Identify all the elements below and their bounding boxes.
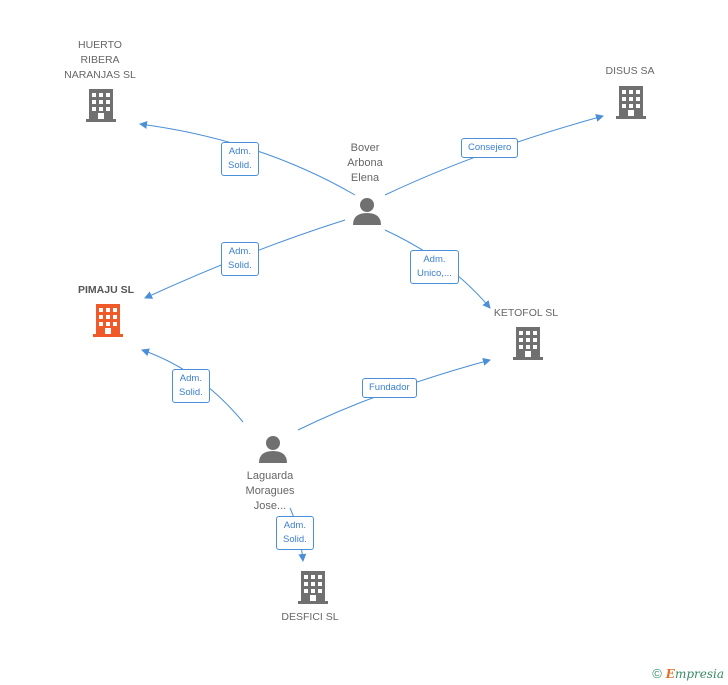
brand-logo: Empresia <box>666 667 724 681</box>
edge-label-adm-solid: Adm. Solid. <box>221 142 259 176</box>
building-icon <box>86 89 116 122</box>
footer-brand: © Empresia <box>652 666 724 681</box>
node-label-pimaju[interactable]: PIMAJU SL <box>77 284 134 296</box>
node-label-huerto[interactable]: HUERTO RIBERA NARANJAS SL <box>64 39 136 81</box>
person-icon <box>353 198 381 225</box>
edge-label-fundador: Fundador <box>362 378 417 398</box>
building-icon <box>298 571 328 604</box>
node-label-ketofol[interactable]: KETOFOL SL <box>493 307 559 319</box>
node-label-disus[interactable]: DISUS SA <box>605 65 655 77</box>
brand-initial: E <box>665 666 675 681</box>
building-icon-highlighted <box>93 304 123 337</box>
edge-label-consejero: Consejero <box>461 138 519 158</box>
edge-label-adm-solid: Adm. Solid. <box>172 369 210 403</box>
node-label-bover[interactable]: Bover Arbona Elena <box>347 142 383 184</box>
node-label-laguarda[interactable]: Laguarda Moragues Jose... <box>245 470 295 512</box>
node-label-desfici[interactable]: DESFICI SL <box>281 611 339 623</box>
edge-label-adm-unico: Adm. Unico,... <box>410 250 459 284</box>
building-icon <box>616 86 646 119</box>
edge-label-adm-solid: Adm. Solid. <box>221 242 259 276</box>
building-icon <box>513 327 543 360</box>
brand-name: mpresia <box>674 666 724 681</box>
edge-label-adm-solid: Adm. Solid. <box>276 516 314 550</box>
copyright-symbol: © <box>652 666 662 681</box>
person-icon <box>259 436 287 463</box>
